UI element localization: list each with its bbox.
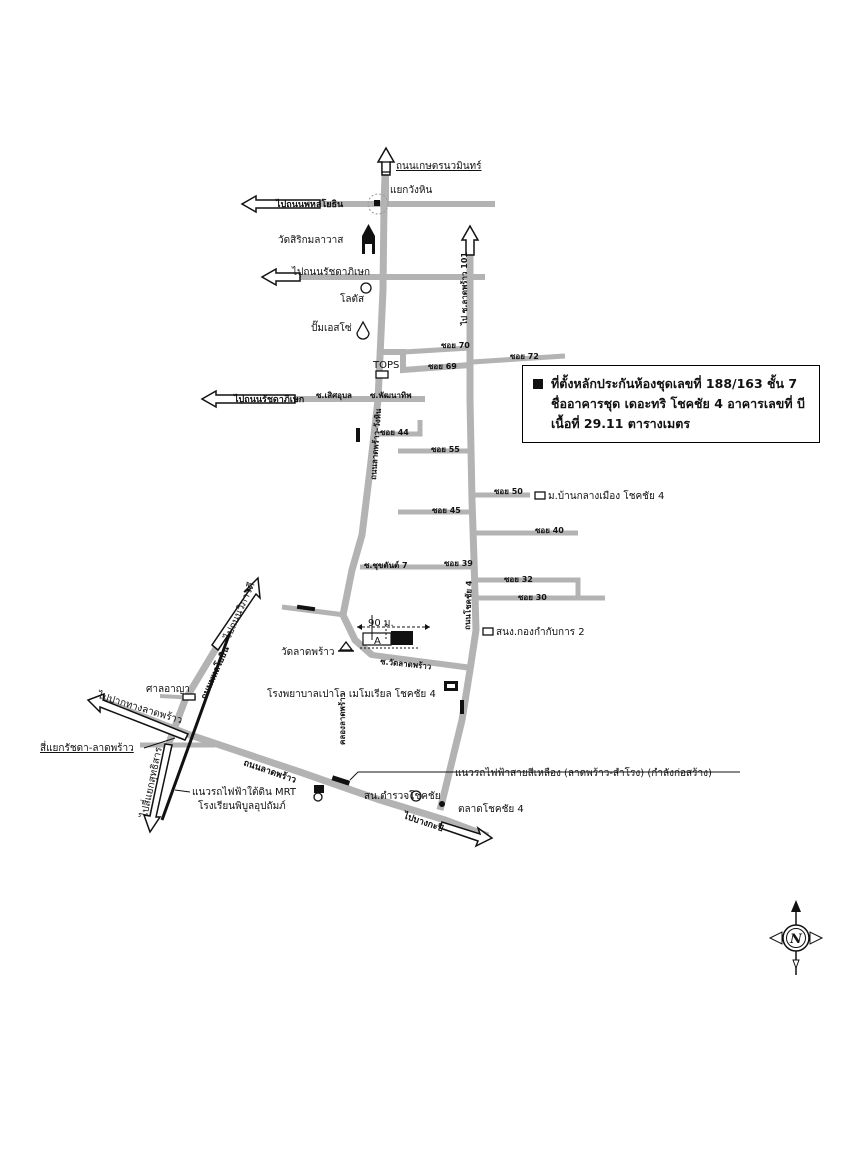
label-soi45: ซอย 45 xyxy=(432,506,461,515)
label-soi44: ซอย 44 xyxy=(380,428,409,437)
label-soi70: ซอย 70 xyxy=(441,341,470,350)
legend-line-1: ที่ตั้งหลักประกันห้องชุดเลขที่ 188/163 ช… xyxy=(551,376,798,391)
leader-yellow-line xyxy=(349,771,359,781)
arrow-up-chokchai4 xyxy=(460,224,480,256)
label-mrt: แนวรถไฟฟ้าใต้ดิน MRT xyxy=(192,786,297,798)
label-soi32: ซอย 32 xyxy=(504,575,533,584)
label-to-phahon: ไปถนนพหลโยธิน xyxy=(275,198,344,210)
road-latphrao-wanghin xyxy=(339,174,389,658)
leader-mrt xyxy=(174,789,191,793)
junction-wanghin-icon xyxy=(367,193,389,215)
label-to-ratchada-mid: ไปถนนรัชดาภิเษก xyxy=(233,393,304,405)
label-esso: ปั๊มเอสโซ่ xyxy=(311,320,352,334)
arrow-sw-sutthisan xyxy=(142,743,173,834)
label-ban-klang: ม.บ้านกลางเมือง โชคชัย 4 xyxy=(548,489,664,502)
hospital-building-icon xyxy=(444,681,458,691)
mrt-line xyxy=(160,609,240,821)
label-police: สน.ตำรวจโชคชัย xyxy=(364,789,441,802)
yellow-line-marker xyxy=(331,775,351,786)
label-san-chao: ศาลอาญา xyxy=(146,684,190,695)
label-soi72: ซอย 72 xyxy=(510,352,539,361)
legend-box: ที่ตั้งหลักประกันห้องชุดเลขที่ 188/163 ช… xyxy=(522,365,820,443)
label-khlong: คลองลาดพร้าว xyxy=(337,692,347,745)
ban-klang-building-icon xyxy=(534,491,546,500)
north-arrow-compass-icon: N xyxy=(768,900,824,975)
gas-station-icon xyxy=(356,320,370,340)
label-wat-lat: วัดลาดพร้าว xyxy=(281,646,335,658)
circle-landmark-icon xyxy=(360,282,372,294)
label-hospital: โรงพยาบาลเปาโล เมโมเรียล โชคชัย 4 xyxy=(267,687,436,700)
label-market: ตลาดโชคชัย 4 xyxy=(458,802,524,815)
direction-arrows xyxy=(86,146,494,848)
label-san-kong: สนง.กองกำกับการ 2 xyxy=(496,627,585,638)
arrow-left-ratchada-mid xyxy=(200,389,296,409)
label-wangthin: แยกวังหิน xyxy=(390,185,432,196)
subject-site-marker xyxy=(391,631,413,645)
rail-marker-east xyxy=(460,700,464,714)
label-to-soi101: ไป ซ.ลาดพร้าว 101 xyxy=(459,252,469,326)
label-ratchada-yaek: สี่แยกรัชดา-ลาดพร้าว xyxy=(40,740,134,754)
legend-text: ที่ตั้งหลักประกันห้องชุดเลขที่ 188/163 ช… xyxy=(551,374,805,434)
arrow-left-ratchada-top xyxy=(260,267,301,287)
map-labels: ถนนเกษตรนวมินทร์ แยกวังหิน ไปถนนพหลโยธิน… xyxy=(40,160,712,834)
rail-marker-west xyxy=(296,604,316,612)
school-icon xyxy=(313,785,324,802)
temple-icon xyxy=(362,224,375,254)
leader-ratchada-yaek xyxy=(143,737,176,749)
legend-line-3: เนื้อที่ 29.11 ตารางเมตร xyxy=(551,416,691,431)
arrow-se-bangkapi xyxy=(439,821,494,848)
road-tops-connector xyxy=(382,349,471,374)
label-chokchai4-road: ถนนโชคชัย 4 xyxy=(462,580,474,630)
label-yellow-line: แนวรถไฟฟ้าสายสีเหลือง (ลาดพร้าว-สำโรง) (… xyxy=(455,766,712,779)
legend-line-2: ชื่ออาคารชุด เดอะทริ โชคชัย 4 อาคารเลขที… xyxy=(551,396,805,411)
compass-n-label: N xyxy=(789,932,803,947)
tops-building-icon xyxy=(375,370,389,379)
label-soi55: ซอย 55 xyxy=(431,445,460,454)
arrow-w-latphrao xyxy=(86,692,190,741)
san-kong-building-icon xyxy=(482,627,494,636)
label-to-vibhavadi: ไปถนนวิภาวดี xyxy=(221,581,257,643)
label-mark-a: A xyxy=(374,636,381,647)
label-soi50: ซอย 50 xyxy=(494,487,523,496)
arrow-ne-ratchada xyxy=(210,576,261,652)
label-soi69: ซอย 69 xyxy=(428,362,457,371)
subject-site xyxy=(357,615,430,649)
label-soi-chokchai7: ซ.ชุขตันต์ 7 xyxy=(364,560,408,571)
road-soi72 xyxy=(471,353,566,365)
label-to-ratchada-top: ไปถนนรัชดาภิเษก xyxy=(291,266,370,278)
junction-signal-icon xyxy=(374,200,380,206)
label-wat-siri: วัดสิริกมลาวาส xyxy=(278,235,343,246)
label-tops: TOPS xyxy=(372,360,399,371)
rail-marker-north xyxy=(356,428,360,442)
road-soi70 xyxy=(403,345,471,355)
arrow-left-phahon xyxy=(240,194,321,214)
court-building-icon xyxy=(182,693,196,701)
label-soi-setthabut: ซ.เสิศอุบล xyxy=(316,391,352,401)
label-soi40: ซอย 40 xyxy=(535,526,564,535)
landmarks xyxy=(182,161,546,807)
label-soi30: ซอย 30 xyxy=(518,593,547,602)
label-dist-90: 90 ม. xyxy=(368,618,394,629)
road-soi32 xyxy=(476,577,581,598)
police-station-icon xyxy=(410,790,422,802)
wat-latphrao-temple-icon xyxy=(338,640,354,652)
label-kaset: ถนนเกษตรนวมินทร์ xyxy=(396,160,482,172)
road-soi44 xyxy=(378,420,423,437)
label-soi39: ซอย 39 xyxy=(444,559,473,568)
road-chokchai4 xyxy=(436,255,480,811)
label-soi-pattana: ซ.พัฒนาทิพ xyxy=(370,391,411,400)
label-lotus: โลตัส xyxy=(340,292,364,305)
road-soi-wat-latphrao xyxy=(353,637,473,671)
legend-square-icon xyxy=(533,379,543,389)
kaset-sign-icon xyxy=(381,161,391,173)
market-icon xyxy=(439,801,445,807)
label-school: โรงเรียนพิบูลอุปถัมภ์ xyxy=(198,799,286,812)
legend-row: ที่ตั้งหลักประกันห้องชุดเลขที่ 188/163 ช… xyxy=(533,374,811,434)
